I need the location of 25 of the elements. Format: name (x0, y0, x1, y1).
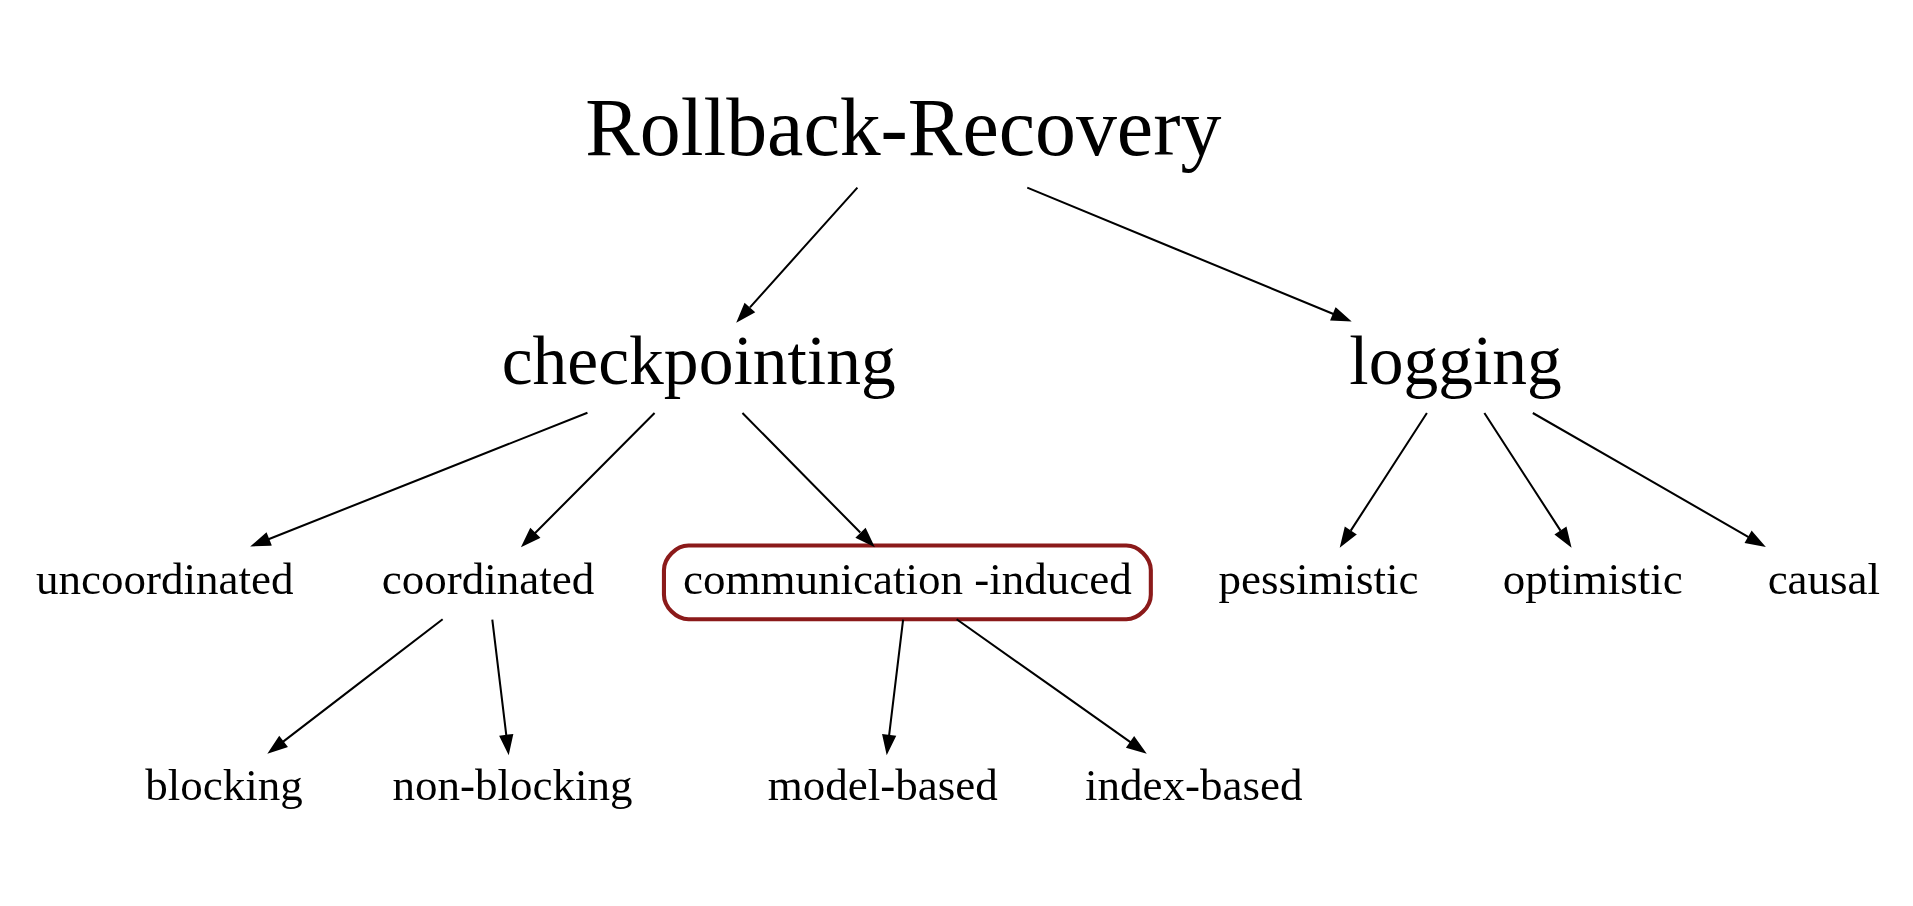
node-text: optimistic (1502, 553, 1683, 604)
node-text: pessimistic (1218, 553, 1419, 604)
node-text: non-blocking (392, 759, 633, 810)
node-text: model-based (767, 759, 998, 810)
node-text: uncoordinated (35, 553, 294, 604)
arrow (1026, 186, 1352, 322)
node-text: logging (1348, 321, 1562, 399)
arrow (1483, 411, 1572, 548)
arrow (1531, 411, 1766, 547)
arrow (955, 617, 1147, 754)
arrow (520, 411, 655, 547)
node-text: blocking (144, 759, 303, 810)
node-text: checkpointing (501, 321, 896, 399)
arrow (266, 617, 443, 754)
arrow (1339, 411, 1428, 548)
arrow (490, 619, 513, 755)
node-text: index-based (1084, 759, 1302, 810)
node-text: causal (1767, 553, 1880, 604)
arrow (741, 411, 875, 547)
arrow (881, 619, 904, 755)
arrow (249, 411, 588, 546)
node-box: communication -induced (661, 543, 1153, 621)
arrow (735, 186, 858, 323)
node-text: Rollback-Recovery (584, 81, 1221, 173)
node-text: coordinated (381, 553, 594, 604)
